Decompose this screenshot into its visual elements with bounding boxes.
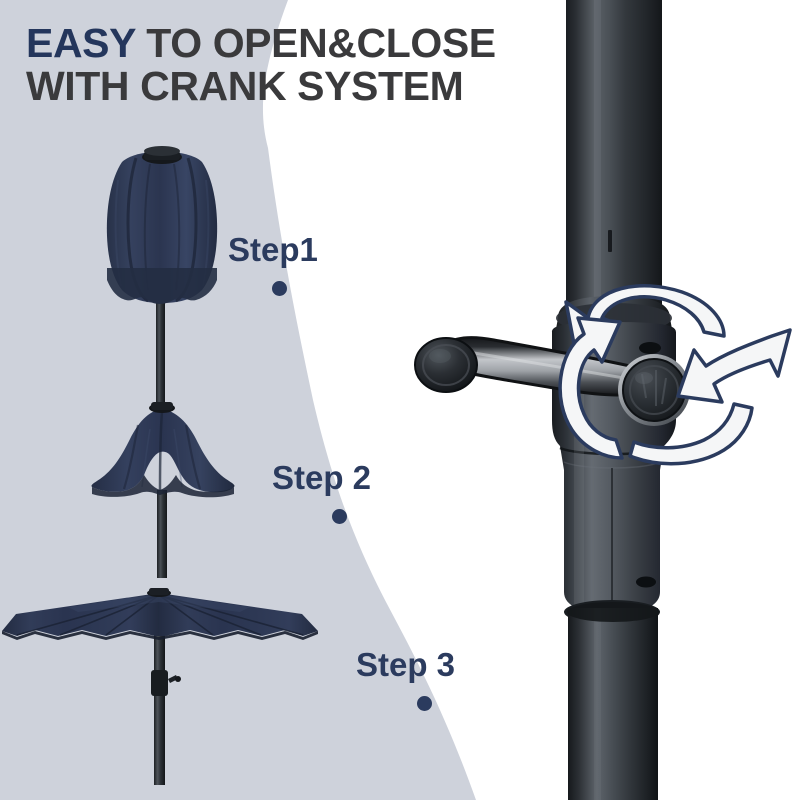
lower-pole — [567, 602, 659, 800]
step-dot-3 — [417, 696, 432, 711]
step-dot-2 — [332, 509, 347, 524]
title-line-1-rest: TO OPEN&CLOSE — [135, 20, 496, 66]
upper-pole — [566, 0, 662, 310]
umbrella-fully-open-figure — [2, 588, 318, 785]
crank-hub — [618, 354, 690, 426]
rotation-arrow-left — [558, 316, 624, 460]
rotation-arrow-bottom — [628, 402, 754, 466]
crank-mechanism-photo — [414, 0, 792, 800]
title-accent-word: EASY — [26, 20, 136, 66]
step-dot-1 — [272, 281, 287, 296]
rotation-arrow-right — [676, 328, 792, 404]
crank-knob — [414, 337, 478, 393]
umbrella-half-open-figure — [91, 402, 235, 578]
step-label-2: Step 2 — [272, 459, 372, 496]
rotation-arrows — [558, 284, 792, 466]
step-label-3: Step 3 — [356, 646, 456, 683]
rotation-arrow-top — [564, 284, 726, 346]
title-line-1: EASY TO OPEN&CLOSE — [26, 20, 646, 66]
title-line-2: WITH CRANK SYSTEM — [26, 63, 464, 110]
umbrella-closed-figure — [106, 146, 218, 402]
page-title: EASY TO OPEN&CLOSE WITH CRANK SYSTEM — [26, 20, 646, 110]
step-label-1: Step1 — [228, 231, 318, 268]
